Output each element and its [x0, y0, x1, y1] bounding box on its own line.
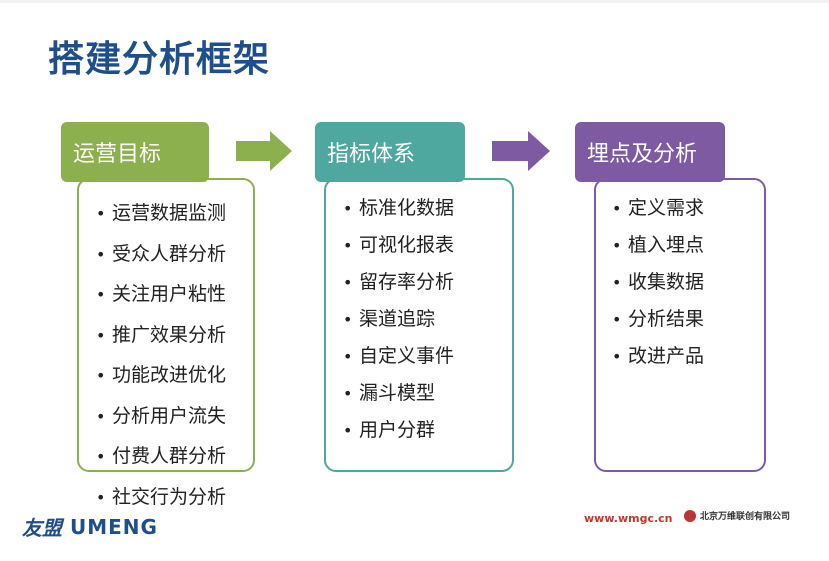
list-item-label: 可视化报表: [359, 234, 455, 256]
panel-tracking-box: [594, 178, 766, 472]
panel-metrics-box: [324, 178, 514, 472]
panel-goals-list: • 运营数据监测 • 受众人群分析 • 关注用户粘性 • 推广效果分析 • 功能改进优化 • 分析用户…: [96, 193, 226, 517]
bullet-icon: •: [343, 199, 353, 218]
list-item-label: 留存率分析: [359, 271, 455, 293]
panel-goals-heading: 运营目标: [61, 122, 209, 182]
list-item-label: 渠道追踪: [359, 308, 436, 330]
list-item-label: 推广效果分析: [112, 323, 227, 346]
company-name: 北京万维联创有限公司: [700, 512, 791, 522]
bullet-icon: •: [96, 285, 106, 304]
arrow-right-icon: [492, 131, 550, 171]
list-item: • 关注用户粘性: [96, 274, 226, 315]
list-item: • 运营数据监测: [96, 193, 226, 234]
list-item-label: 分析用户流失: [112, 404, 227, 427]
list-item: • 收集数据: [612, 264, 704, 301]
list-item-label: 付费人群分析: [112, 445, 227, 467]
list-item-label: 收集数据: [628, 271, 705, 293]
list-item-label: 改进产品: [628, 345, 705, 367]
bullet-icon: •: [96, 244, 106, 264]
list-item-label: 标准化数据: [359, 197, 455, 219]
list-item: • 用户分群: [343, 412, 454, 449]
list-item: • 自定义事件: [343, 338, 454, 375]
bullet-icon: •: [343, 421, 353, 440]
list-item-label: 用户分群: [359, 419, 436, 441]
company-mark-icon: [684, 509, 696, 522]
list-item: • 定义需求: [612, 190, 704, 227]
bullet-icon: •: [96, 366, 106, 385]
list-item-label: 分析结果: [628, 308, 705, 330]
list-item-label: 社交行为分析: [112, 485, 227, 508]
list-item: • 渠道追踪: [343, 301, 454, 338]
list-item: • 漏斗模型: [343, 375, 454, 412]
panel-metrics-heading: 指标体系: [315, 122, 465, 182]
list-item-label: 受众人群分析: [112, 242, 227, 265]
list-item-label: 功能改进优化: [112, 364, 227, 386]
panel-tracking-list: • 定义需求 • 植入埋点 • 收集数据 • 分析结果 • 改进产品: [612, 190, 704, 375]
list-item: • 功能改进优化: [96, 355, 226, 396]
bullet-icon: •: [343, 347, 353, 366]
list-item: • 分析用户流失: [96, 396, 226, 437]
bullet-icon: •: [343, 236, 353, 255]
logo-text-cn: 友盟: [22, 516, 62, 540]
list-item-label: 植入埋点: [628, 234, 705, 256]
list-item-label: 漏斗模型: [359, 382, 436, 404]
page-title: 搭建分析框架: [48, 39, 271, 80]
bullet-icon: •: [343, 273, 353, 292]
arrow-right-icon: [236, 131, 292, 171]
top-divider: [0, 0, 829, 3]
umeng-logo: 友盟 UMENG: [22, 512, 158, 541]
list-item-label: 自定义事件: [359, 345, 455, 367]
list-item: • 受众人群分析: [96, 234, 226, 275]
list-item: • 改进产品: [612, 338, 704, 375]
bullet-icon: •: [612, 199, 622, 218]
list-item: • 标准化数据: [343, 190, 454, 227]
company-logo: 北京万维联创有限公司: [684, 509, 790, 522]
list-item: • 可视化报表: [343, 227, 454, 264]
list-item-label: 关注用户粘性: [112, 283, 227, 305]
bullet-icon: •: [612, 310, 622, 329]
logo-text-en: UMENG: [70, 514, 158, 539]
bullet-icon: •: [612, 347, 622, 366]
bullet-icon: •: [612, 236, 622, 255]
bullet-icon: •: [96, 325, 106, 345]
list-item: • 社交行为分析: [96, 477, 226, 518]
list-item: • 留存率分析: [343, 264, 454, 301]
bullet-icon: •: [612, 273, 622, 292]
bullet-icon: •: [96, 447, 106, 466]
panel-goals-box: [77, 178, 255, 472]
list-item: • 付费人群分析: [96, 436, 226, 477]
panel-metrics-list: • 标准化数据 • 可视化报表 • 留存率分析 • 渠道追踪 • 自定义事件 • 漏斗模型 • 用户分群: [343, 190, 454, 449]
panel-tracking-heading: 埋点及分析: [575, 122, 725, 182]
bullet-icon: •: [96, 487, 106, 507]
list-item: • 推广效果分析: [96, 315, 226, 356]
bullet-icon: •: [343, 310, 353, 329]
bullet-icon: •: [343, 384, 353, 403]
list-item-label: 运营数据监测: [112, 202, 227, 224]
list-item: • 分析结果: [612, 301, 704, 338]
bullet-icon: •: [96, 406, 106, 426]
footer-url: www.wmgc.cn: [584, 512, 673, 525]
list-item-label: 定义需求: [628, 197, 705, 219]
bullet-icon: •: [96, 204, 106, 223]
list-item: • 植入埋点: [612, 227, 704, 264]
